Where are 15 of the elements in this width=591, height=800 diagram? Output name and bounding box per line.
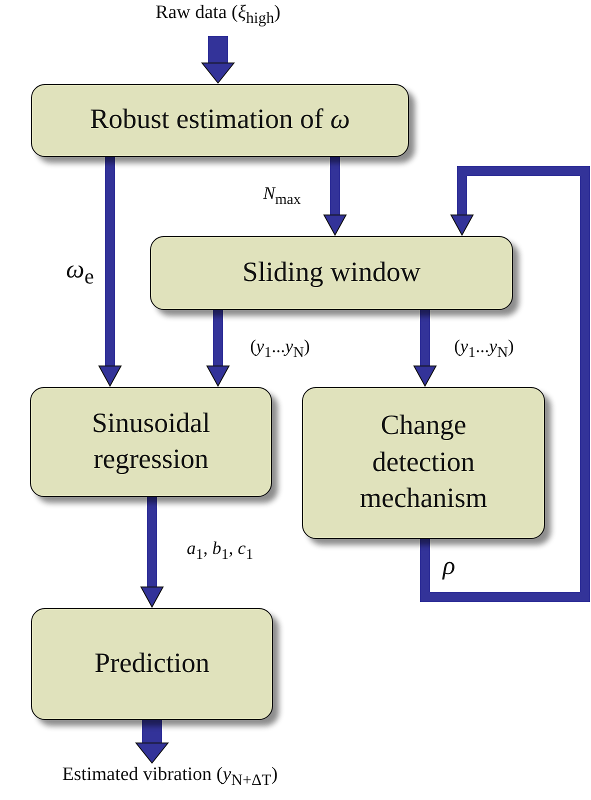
arrow [420,166,590,602]
process-box: Sliding window [150,236,513,310]
arrow [140,497,164,608]
process-box: Sinusoidal regression [30,387,272,497]
process-box: Prediction [31,608,273,720]
arrow [136,720,168,764]
arrow [414,310,436,386]
arrow [202,36,234,84]
process-box: Change detection mechanism [302,387,545,539]
arrow [324,157,346,236]
process-box: Robust estimation of ω [31,84,409,157]
arrow [98,157,122,386]
flow-text: Raw data (ξ$_{high}$) [100,2,336,36]
flow-text: Estimated vibration (y$_{N+ΔT}$) [2,764,338,798]
arrow [206,310,230,386]
